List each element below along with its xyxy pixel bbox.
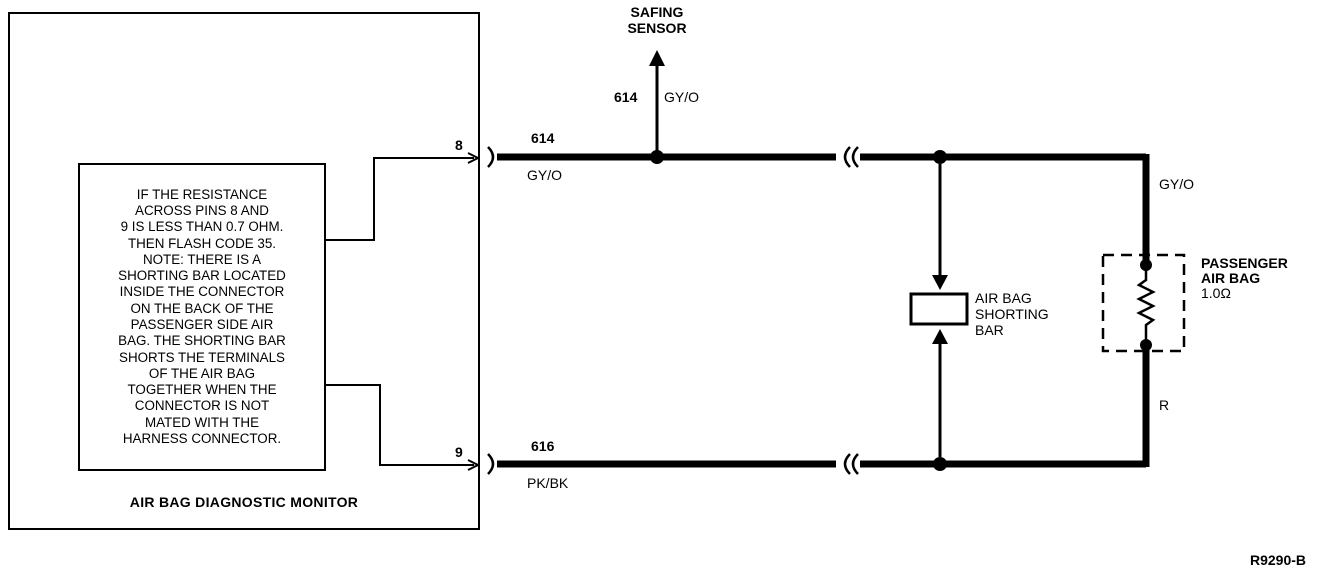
note-line: ON THE BACK OF THE [130,300,274,316]
inline-connector-top [843,146,859,168]
airbag-diagnostic-monitor [8,12,480,530]
note-line: TOGETHER WHEN THE [127,382,277,398]
wire-bottom-circuit: 616 [531,438,555,454]
pin-8-label: 8 [455,137,463,153]
shorting-bar-upper-arrow [932,275,948,290]
note-line: SHORTS THE TERMINALS [119,349,285,365]
shorting-bar-label: AIR BAG SHORTING BAR [975,290,1049,338]
note-line: SHORTING BAR LOCATED [118,268,286,284]
safing-circuit: 614 [614,89,638,105]
airbag-resistor-icon [1136,265,1156,345]
figure-id: R9290-B [1250,552,1307,568]
note-line: NOTE: THERE IS A [142,251,262,267]
safing-color: GY/O [664,89,700,105]
passenger-airbag-enclosure [1101,253,1186,353]
wire-bottom-color: PK/BK [527,475,569,491]
note-line: ACROSS PINS 8 AND [135,202,269,218]
shorting-bar-symbol [909,292,969,326]
note-line: BAG. THE SHORTING BAR [118,333,286,349]
wire-top-color: GY/O [527,167,563,183]
note-line: OF THE AIR BAG [148,365,256,381]
splice-safing [650,150,664,164]
splice-bottom-right [933,457,947,471]
safing-sensor-label: SAFING SENSOR [627,4,687,36]
note-line: HARNESS CONNECTOR. [122,431,282,447]
monitor-title: AIR BAG DIAGNOSTIC MONITOR [129,494,359,510]
shorting-bar-lower-arrow [932,329,948,344]
safing-sensor-arrow [649,50,665,66]
wire-right-bottom-color: R [1159,397,1170,413]
note-line: 9 IS LESS THAN 0.7 OHM. [120,219,284,235]
splice-top-right [933,150,947,164]
wire-top-circuit: 614 [531,130,555,146]
note-line: MATED WITH THE [144,414,260,430]
inline-connector-bottom [843,453,859,475]
wire-right-top-color: GY/O [1159,176,1195,192]
pin-8-connector [487,146,495,168]
note-line: CONNECTOR IS NOT [134,398,270,414]
pin-9-connector [487,453,495,475]
passenger-airbag-label: PASSENGER AIR BAG 1.0Ω [1201,255,1288,301]
note-line: THEN FLASH CODE 35. [127,235,277,251]
note-line: IF THE RESISTANCE [136,186,268,202]
note-line: INSIDE THE CONNECTOR [119,284,285,300]
note-line: PASSENGER SIDE AIR [130,317,274,332]
pin-9-label: 9 [455,444,463,460]
